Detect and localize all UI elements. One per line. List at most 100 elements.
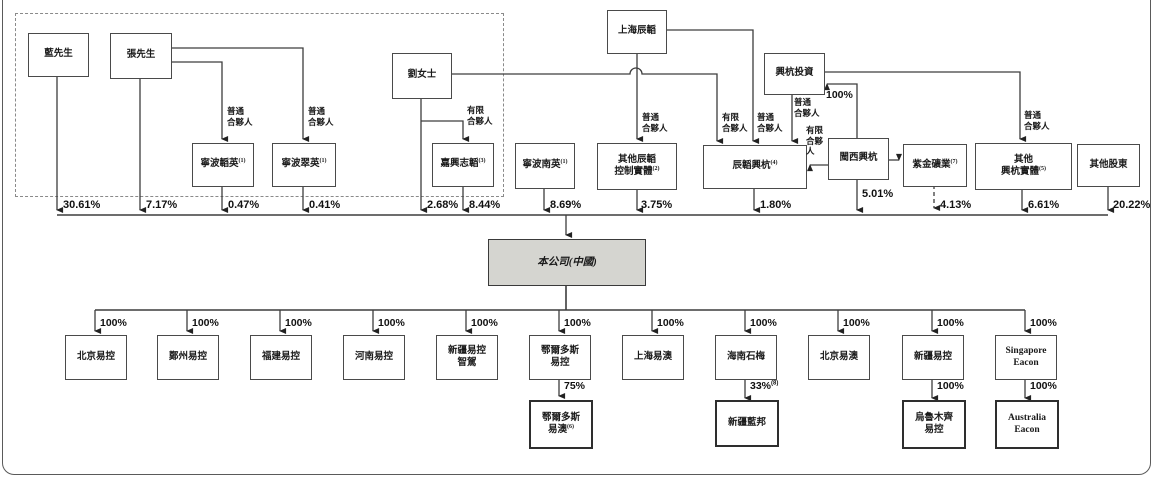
pct-other-chentao: 3.75%	[641, 199, 673, 211]
entity-label: 寧波翠英(1)	[281, 158, 327, 170]
subsidiary-box-eerduosi-yiao: 鄂爾多斯 易澳(6)	[529, 400, 593, 449]
pct-ningbo-nanying: 8.69%	[550, 199, 582, 211]
subsidiary-box-australia-eacon: Australia Eacon	[995, 400, 1059, 449]
role-gp-zhang-cuiying: 普通合夥人	[308, 106, 334, 127]
entity-label: 辰韜興杭(4)	[732, 160, 778, 172]
entity-label: 藍先生	[44, 49, 73, 60]
entity-label: 烏魯木齊	[914, 413, 953, 423]
entity-label: 北京易澳	[819, 351, 858, 362]
subsidiary-box-xinjiang-yikong: 新疆易控	[902, 335, 964, 380]
pct-henan-yikong: 100%	[378, 317, 405, 329]
subsidiary-box-beijing-yikong: 北京易控	[65, 335, 127, 380]
pct-xinjiang-yikong-zhijia: 100%	[471, 317, 498, 329]
pct-beijing-yikong: 100%	[100, 317, 127, 329]
pct-eerduosi-yiao: 75%	[564, 380, 586, 392]
pct-singapore-eacon: 100%	[1030, 317, 1057, 329]
pct-beijing-yiao: 100%	[843, 317, 870, 329]
entity-box-other-chentao-entities: 其他辰韜 控制實體(2)	[597, 143, 677, 190]
pct-zhang: 7.17%	[146, 199, 178, 211]
pct-minxi-to-xinghang: 100%	[826, 89, 853, 101]
entity-label: 興杭投資	[775, 68, 814, 79]
entity-box-zijin-mining: 紫金礦業(7)	[903, 144, 967, 187]
subsidiary-box-xinjiang-lanbang: 新疆藍邦	[715, 400, 779, 447]
entity-label: 海南石梅	[726, 351, 765, 362]
entity-box-ningbo-nanying: 寧波南英(1)	[515, 143, 575, 189]
entity-label: Singapore	[1005, 346, 1047, 356]
pct-liu: 2.68%	[427, 199, 459, 211]
pct-zhengzhou-yikong: 100%	[192, 317, 219, 329]
entity-label: 寧波南英(1)	[522, 159, 568, 171]
entity-box-other-shareholders: 其他股東	[1077, 144, 1140, 187]
entity-label: 易控	[924, 424, 944, 435]
subsidiary-box-beijing-yiao: 北京易澳	[808, 335, 870, 380]
entity-label: 鄂爾多斯	[540, 346, 579, 356]
role-lp-liu-zhitao: 有限合夥人	[467, 105, 493, 126]
entity-box-xinghang-investment: 興杭投資	[764, 53, 825, 95]
company-label: 本公司(中國)	[537, 256, 597, 268]
pct-hainan-shimei: 100%	[750, 317, 777, 329]
pct-eerduosi-yikong: 100%	[564, 317, 591, 329]
subsidiary-box-singapore-eacon: Singapore Eacon	[995, 335, 1057, 380]
entity-box-shanghai-chentao: 上海辰韜	[607, 10, 667, 54]
pct-fujian-yikong: 100%	[285, 317, 312, 329]
entity-label: 興杭實體(5)	[1000, 165, 1046, 177]
pct-wulumuqi-yikong: 100%	[937, 380, 964, 392]
subsidiary-box-henan-yikong: 河南易控	[343, 335, 405, 380]
entity-box-ningbo-taoying: 寧波韜英(1)	[192, 143, 254, 187]
subsidiary-box-hainan-shimei: 海南石梅	[715, 335, 777, 380]
entity-label: 福建易控	[261, 351, 300, 362]
entity-box-minxi-xinghang: 閩西興杭	[828, 138, 889, 180]
role-gp-chentao-chentaoxinghang: 普通合夥人	[757, 112, 783, 133]
founder-group-dashed-region	[15, 13, 504, 197]
entity-label: 上海辰韜	[617, 26, 656, 37]
entity-label: 易澳(6)	[547, 423, 574, 435]
entity-box-mr-lan: 藍先生	[28, 33, 89, 77]
entity-label: 河南易控	[354, 351, 393, 362]
entity-label: Eacon	[1014, 424, 1040, 435]
role-lp-liu-chentaoxinghang: 有限合夥人	[722, 112, 748, 133]
pct-xinjiang-yikong: 100%	[937, 317, 964, 329]
entity-box-jiaxing-zhitao: 嘉興志韜(3)	[432, 143, 494, 187]
pct-jiaxing-zhitao: 8.44%	[469, 199, 501, 211]
entity-label: 張先生	[126, 50, 156, 61]
pct-lan: 30.61%	[63, 199, 101, 211]
entity-label: 上海易澳	[633, 351, 672, 362]
entity-label: 新疆易控	[913, 351, 952, 362]
entity-label: 鄭州易控	[168, 351, 207, 362]
role-lp-minxi-chentaoxinghang: 有限合夥人	[806, 125, 824, 156]
entity-label: 鄂爾多斯	[541, 413, 580, 423]
entity-label: 其他辰韜	[617, 155, 656, 165]
pct-ningbo-cuiying: 0.41%	[309, 199, 341, 211]
pct-chentao-xinghang: 1.80%	[760, 199, 792, 211]
role-gp-zhang-taoying: 普通合夥人	[227, 106, 253, 127]
pct-other-shareholders: 20.22%	[1113, 199, 1151, 211]
entity-label: 其他	[1013, 155, 1033, 165]
subsidiary-box-xinjiang-yikong-zhijia: 新疆易控 智駕	[436, 335, 498, 380]
entity-label: 嘉興志韜(3)	[440, 158, 486, 170]
entity-label: 寧波韜英(1)	[200, 158, 246, 170]
entity-label: Australia	[1008, 413, 1046, 423]
entity-label: 新疆易控	[447, 346, 486, 356]
entity-label: 閩西興杭	[839, 153, 878, 164]
entity-label: 紫金礦業(7)	[912, 158, 958, 170]
pct-xinjiang-lanbang: 33%(8)	[750, 380, 779, 392]
entity-label: 新疆藍邦	[727, 417, 766, 428]
role-gp-chentao-otherentities: 普通合夥人	[642, 112, 668, 133]
subsidiary-box-fujian-yikong: 福建易控	[250, 335, 312, 380]
pct-minxi-xinghang: 5.01%	[862, 188, 894, 200]
entity-label: 易控	[550, 357, 570, 368]
pct-zijin-mining: 4.13%	[940, 199, 972, 211]
entity-box-chentao-xinghang: 辰韜興杭(4)	[703, 145, 807, 189]
entity-label: 控制實體(2)	[614, 165, 660, 177]
entity-box-ningbo-cuiying: 寧波翠英(1)	[272, 143, 336, 187]
pct-other-xinghang: 6.61%	[1028, 199, 1060, 211]
role-gp-xinghanginv-otherxinghang: 普通合夥人	[1024, 110, 1050, 131]
entity-label: 北京易控	[76, 351, 115, 362]
entity-box-ms-liu: 劉女士	[392, 53, 452, 99]
pct-ningbo-taoying: 0.47%	[228, 199, 260, 211]
subsidiary-box-zhengzhou-yikong: 鄭州易控	[157, 335, 219, 380]
entity-label: 其他股東	[1089, 159, 1128, 170]
entity-box-other-xinghang-entities: 其他 興杭實體(5)	[975, 143, 1072, 190]
